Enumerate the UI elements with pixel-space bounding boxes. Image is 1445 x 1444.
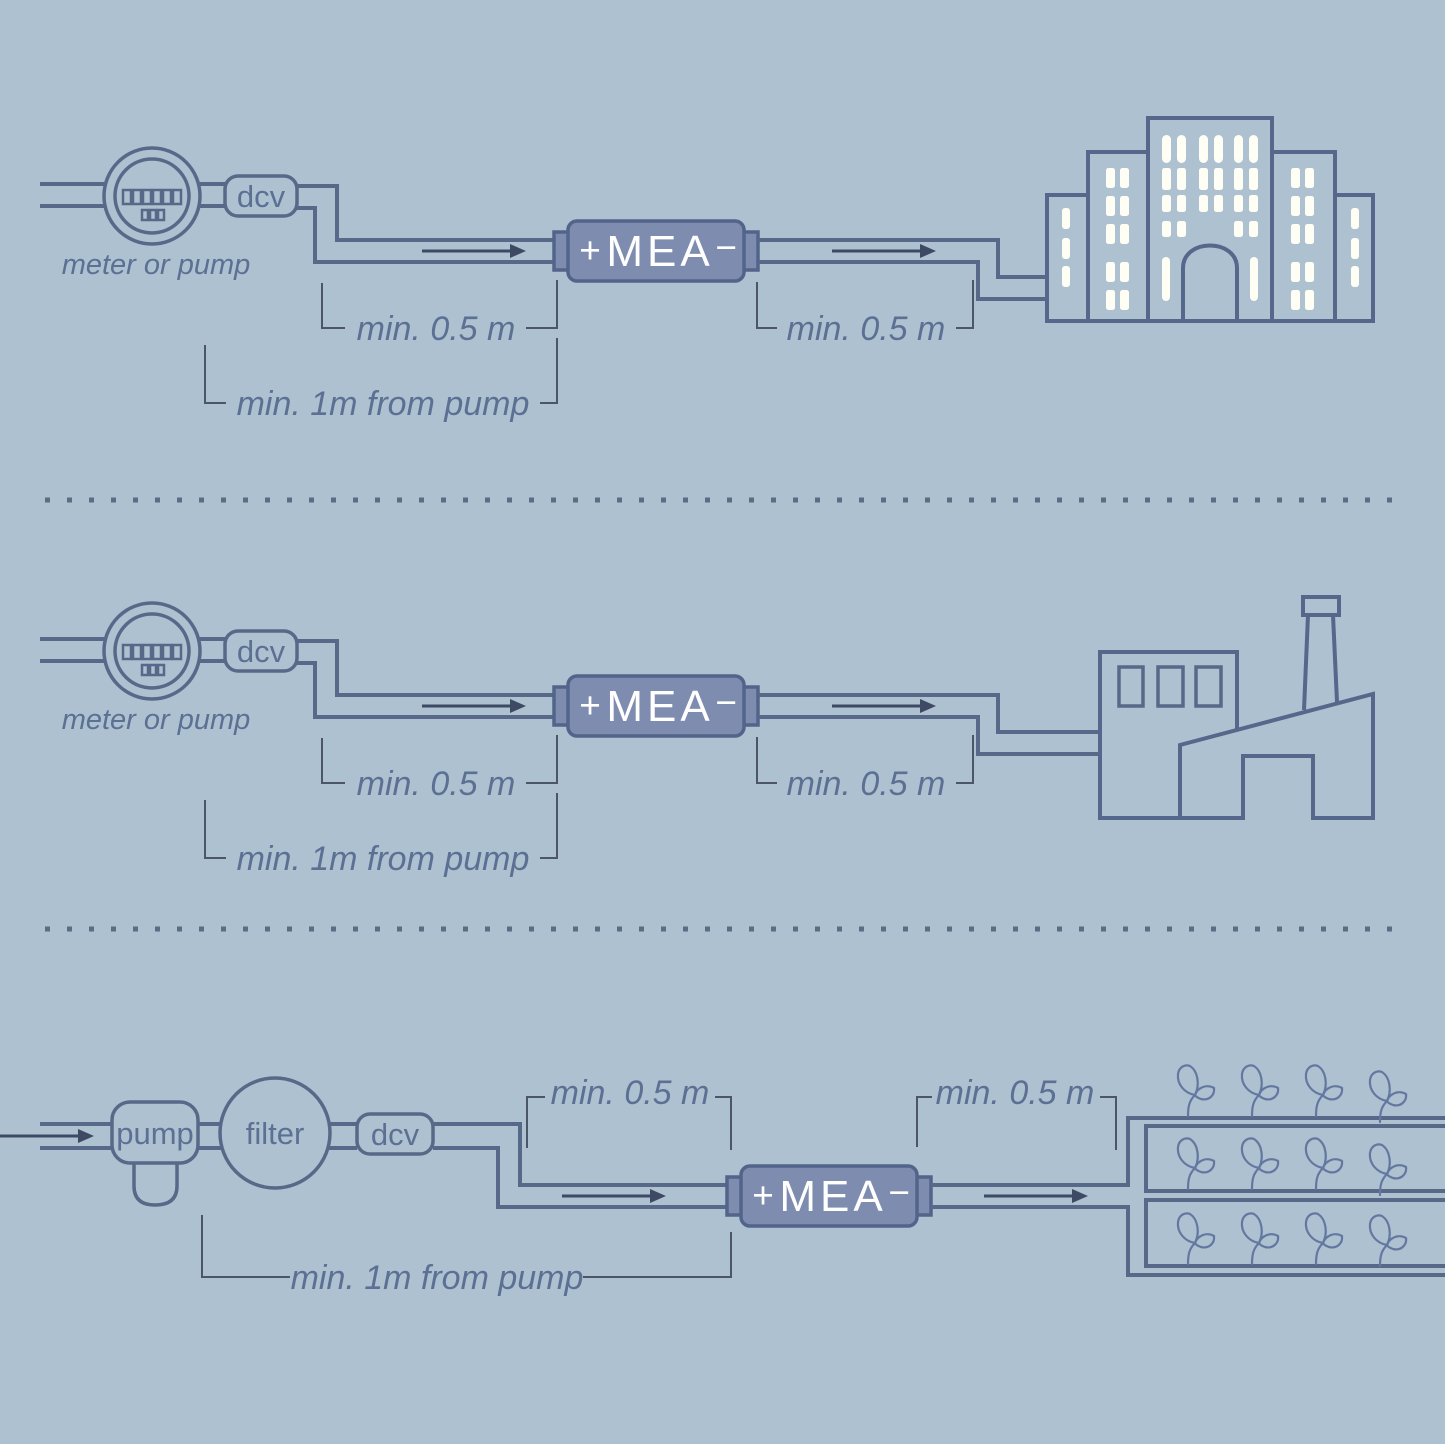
pipe-mea-to-beds (931, 1116, 1445, 1277)
dcv-label: dcv (237, 634, 286, 669)
dimension-label: min. 0.5 m (357, 310, 516, 348)
dimension-label: min. 1m from pump (237, 840, 530, 878)
pipe-mea-to-building (758, 238, 1047, 301)
dimension-label: min. 0.5 m (787, 310, 946, 348)
dcv-label: dcv (371, 1117, 420, 1152)
grow-beds (1144, 1064, 1445, 1268)
dimension-before-mea: min. 0.5 m (526, 1074, 732, 1150)
pipe-dcv-to-mea (433, 1122, 727, 1209)
mea-label: MEA (606, 227, 713, 276)
pump-label: pump (116, 1116, 194, 1151)
pipe-meter-to-dcv (197, 637, 225, 663)
pipe-pump-to-filter (198, 1122, 222, 1150)
mea-minus: − (715, 227, 737, 268)
filter-device: filter (218, 1076, 332, 1190)
section-industrial: meter or pump dcv + MEA − min. 0.5 m min… (40, 595, 1375, 878)
dimension-label: min. 0.5 m (936, 1074, 1095, 1112)
meter-label: meter or pump (62, 249, 251, 281)
building-windows (1062, 135, 1359, 310)
dimension-before-mea: min. 0.5 m (321, 280, 558, 348)
dimension-label: min. 0.5 m (357, 765, 516, 803)
mea-device: + MEA − (725, 1164, 933, 1228)
grow-bed-channel (1144, 1124, 1445, 1193)
dimension-after-mea: min. 0.5 m (916, 1074, 1117, 1150)
pipe-inlet (40, 182, 106, 208)
pipe-mea-to-factory (758, 693, 1100, 756)
pipe-inlet (40, 1122, 112, 1150)
mea-label: MEA (779, 1172, 886, 1221)
apartment-building-icon (1045, 116, 1375, 323)
mea-plus: + (579, 685, 601, 726)
dcv-label: dcv (237, 179, 286, 214)
dimension-label: min. 0.5 m (787, 765, 946, 803)
pipe-dcv-to-mea (297, 639, 554, 719)
dimension-after-mea: min. 0.5 m (756, 280, 974, 348)
building-door-arch (1181, 243, 1239, 321)
pipe-meter-to-dcv (197, 182, 225, 208)
dimension-label: min. 0.5 m (551, 1074, 710, 1112)
mea-device: + MEA − (552, 219, 760, 283)
mea-label: MEA (606, 682, 713, 731)
mea-minus: − (888, 1172, 910, 1213)
filter-label: filter (246, 1116, 305, 1151)
pump-device: pump (110, 1100, 200, 1207)
meter-label: meter or pump (62, 704, 251, 736)
dimension-after-mea: min. 0.5 m (756, 735, 974, 803)
pipe-dcv-to-mea (297, 184, 554, 264)
section-residential: meter or pump dcv + MEA − min. 0.5 m min… (40, 116, 1375, 423)
dimension-pump-distance: min. 1m from pump (204, 338, 558, 423)
mea-device: + MEA − (552, 674, 760, 738)
dimension-pump-distance: min. 1m from pump (204, 793, 558, 878)
pipe-filter-to-dcv (328, 1122, 357, 1150)
pipe-inlet (40, 637, 106, 663)
dcv-valve: dcv (223, 174, 299, 218)
mea-plus: + (579, 230, 601, 271)
pump-tab (132, 1163, 179, 1207)
dimension-pump-distance: min. 1m from pump (201, 1215, 732, 1297)
dimension-label: min. 1m from pump (237, 385, 530, 423)
grow-bed-channel (1144, 1198, 1445, 1268)
dcv-valve: dcv (223, 629, 299, 673)
mea-minus: − (715, 682, 737, 723)
factory-chimney (1301, 595, 1341, 711)
factory-icon (1098, 595, 1375, 820)
dimension-label: min. 1m from pump (291, 1259, 584, 1297)
dcv-valve: dcv (355, 1112, 435, 1156)
section-irrigation: pump filter dcv + MEA − (0, 1064, 1445, 1297)
mea-plus: + (752, 1175, 774, 1216)
dimension-before-mea: min. 0.5 m (321, 735, 558, 803)
